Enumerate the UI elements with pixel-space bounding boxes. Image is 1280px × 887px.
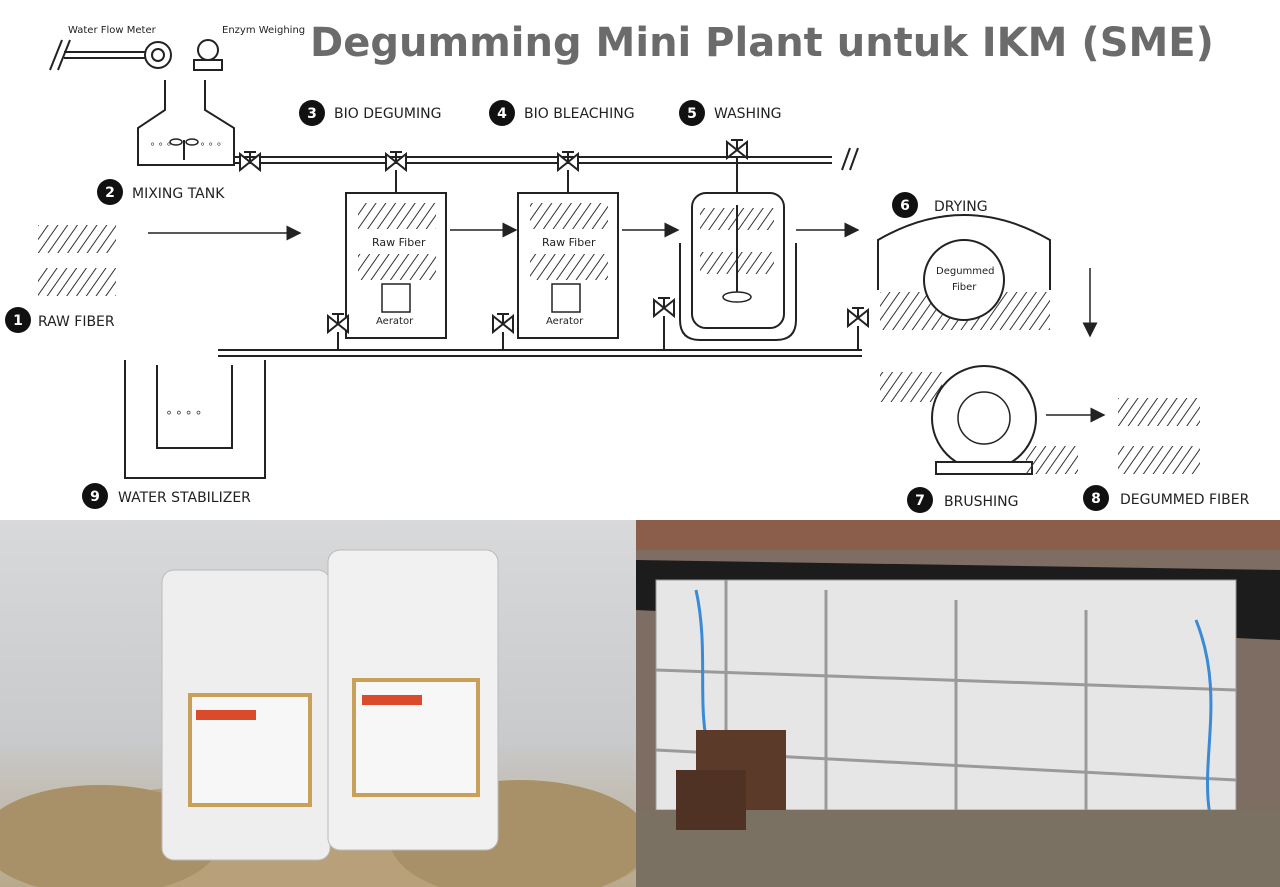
enzyme-weighing-label: Enzym Weighing	[222, 25, 305, 36]
svg-text:Aerator: Aerator	[546, 316, 584, 327]
svg-text:DEGUMMED FIBER: DEGUMMED FIBER	[1120, 492, 1250, 508]
mixing-tank-icon: ° ° ° ° ° °	[137, 80, 235, 166]
svg-text:4: 4	[497, 106, 507, 122]
step-4: 4 BIO BLEACHING	[489, 100, 635, 126]
svg-text:BIO DEGUMING: BIO DEGUMING	[334, 106, 441, 122]
washing-tank	[679, 192, 797, 341]
svg-text:° ° °: ° ° °	[150, 142, 171, 153]
svg-text:Raw Fiber: Raw Fiber	[542, 236, 596, 249]
svg-text:8: 8	[1091, 491, 1101, 507]
step-7: 7 BRUSHING	[907, 487, 1018, 513]
drying-unit: Degummed Fiber	[877, 214, 1051, 330]
enzyme-weighing-icon	[193, 39, 223, 71]
svg-text:° ° °: ° ° °	[200, 142, 221, 153]
step-2: 2 MIXING TANK	[97, 179, 225, 205]
svg-text:Degummed: Degummed	[936, 266, 995, 277]
step-8: 8 DEGUMMED FIBER	[1083, 485, 1250, 511]
svg-text:9: 9	[90, 489, 100, 505]
water-flow-meter-icon	[49, 39, 172, 71]
svg-text:BRUSHING: BRUSHING	[944, 494, 1018, 510]
svg-text:5: 5	[687, 106, 697, 122]
brushing-machine	[880, 365, 1078, 475]
water-flow-meter-label: Water Flow Meter	[68, 25, 157, 36]
step-9: 9 WATER STABILIZER	[82, 483, 251, 509]
svg-text:6: 6	[900, 198, 910, 214]
svg-text:7: 7	[915, 493, 925, 509]
svg-text:2: 2	[105, 185, 115, 201]
svg-text:1: 1	[13, 313, 23, 329]
svg-text:WATER STABILIZER: WATER STABILIZER	[118, 490, 251, 506]
process-diagram: Degumming Mini Plant untuk IKM (SME) Wat…	[5, 20, 1250, 513]
svg-text:° ° ° °: ° ° ° °	[166, 409, 201, 423]
enzyme-packages-with-fiber-photo	[0, 520, 636, 887]
step-5: 5 WASHING	[679, 100, 782, 126]
svg-text:MIXING TANK: MIXING TANK	[132, 186, 225, 202]
svg-text:DRYING: DRYING	[934, 199, 988, 215]
raw-fiber-bundle-icon	[38, 225, 116, 296]
step-6: 6 DRYING	[892, 192, 988, 218]
svg-text:3: 3	[307, 106, 317, 122]
ibc-tank-plant-photo	[636, 520, 1280, 887]
step-1: 1 RAW FIBER	[5, 307, 115, 333]
degummed-fiber-bundle-icon	[1118, 398, 1200, 474]
svg-text:Fiber: Fiber	[952, 282, 977, 293]
bio-degumming-tank: Raw Fiber Aerator	[345, 192, 447, 339]
svg-text:Raw Fiber: Raw Fiber	[372, 236, 426, 249]
svg-text:BIO BLEACHING: BIO BLEACHING	[524, 106, 635, 122]
step-3: 3 BIO DEGUMING	[299, 100, 441, 126]
water-stabilizer-tank: ° ° ° °	[124, 360, 266, 479]
page-title: Degumming Mini Plant untuk IKM (SME)	[310, 20, 1214, 66]
svg-text:RAW FIBER: RAW FIBER	[38, 314, 115, 330]
bio-bleaching-tank: Raw Fiber Aerator	[517, 192, 619, 339]
svg-text:Aerator: Aerator	[376, 316, 414, 327]
svg-text:WASHING: WASHING	[714, 106, 782, 122]
